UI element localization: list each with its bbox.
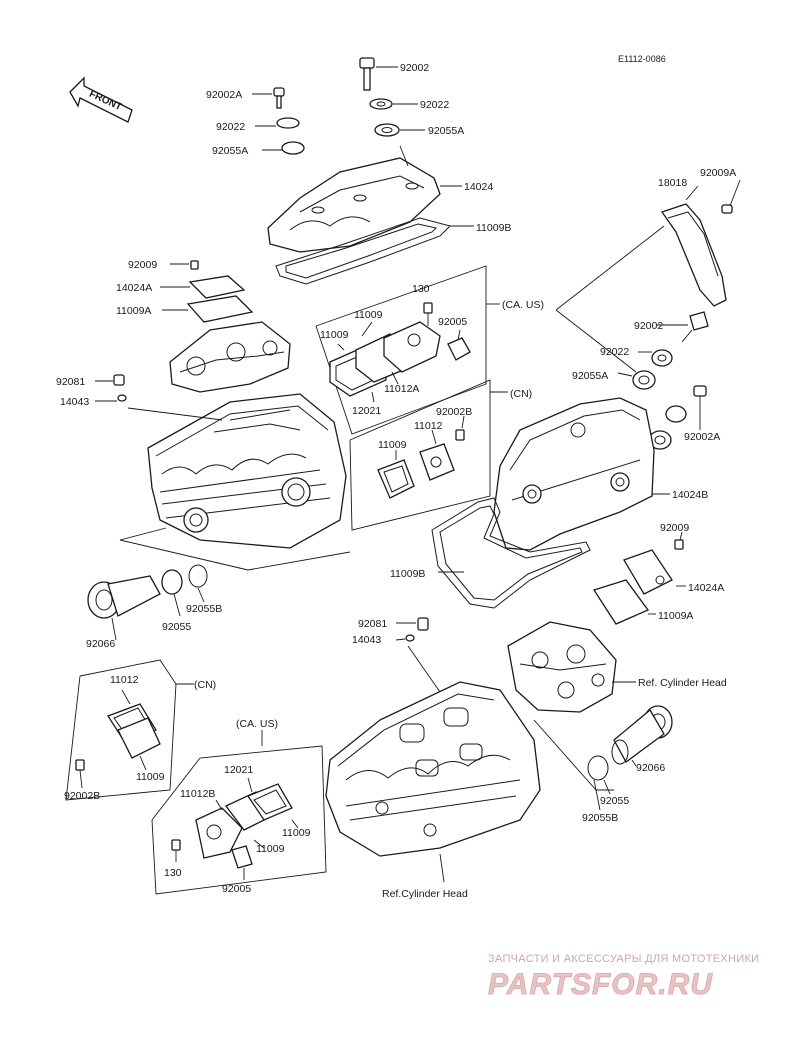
label-11009b-right: 11009B: [390, 568, 425, 580]
label-cn-top: (CN): [510, 388, 532, 400]
label-11009-bottom-left: 11009: [136, 771, 165, 783]
label-11009-b: 11009: [320, 329, 349, 341]
label-92002b-top: 92002B: [436, 406, 472, 418]
label-14024b: 14024B: [672, 489, 708, 501]
label-11009-bottom-1: 11009: [282, 827, 311, 839]
label-92002-right: 92002: [634, 320, 663, 332]
watermark-tagline: ЗАПЧАСТИ И АКСЕССУАРЫ ДЛЯ МОТОТЕХНИКИ: [488, 953, 759, 965]
valve-cover-top-left: [252, 57, 474, 285]
label-11009-bottom-2: 11009: [256, 843, 285, 855]
label-11009b-top: 11009B: [476, 222, 511, 234]
label-92066-right: 92066: [636, 762, 665, 774]
ca-us-box-bottom: [151, 730, 327, 895]
label-92002-top: 92002: [400, 62, 429, 74]
label-92081-left: 92081: [56, 376, 85, 388]
label-11012-top: 11012: [414, 420, 443, 432]
label-11009-cn: 11009: [378, 439, 407, 451]
label-14024: 14024: [464, 181, 493, 193]
label-92055a-top-left: 92055A: [212, 145, 248, 157]
label-12021-bottom: 12021: [224, 764, 253, 776]
chain-guide: [660, 179, 741, 307]
front-arrow-icon: FRONT: [69, 76, 133, 123]
label-92055-right: 92055: [600, 795, 629, 807]
label-92022-top: 92022: [420, 99, 449, 111]
label-11012-bottom-left: 11012: [110, 674, 139, 686]
label-92055b-right: 92055B: [582, 812, 618, 824]
label-11012b: 11012B: [180, 788, 215, 800]
cylinder-head-left: [119, 393, 351, 571]
label-92066-left: 92066: [86, 638, 115, 650]
label-ref-cylinder-head-bottom: Ref.Cylinder Head: [382, 888, 468, 900]
cylinder-head-lower: [325, 681, 614, 883]
label-18018: 18018: [658, 177, 687, 189]
label-14043-left: 14043: [60, 396, 89, 408]
label-92009a: 92009A: [700, 167, 736, 179]
label-11012a: 11012A: [384, 383, 419, 395]
label-92002b-bottom-left: 92002B: [64, 790, 100, 802]
label-cn-bottom: (CN): [194, 679, 216, 691]
label-92055b-left: 92055B: [186, 603, 222, 615]
label-92002a-right: 92002A: [684, 431, 720, 443]
label-92055-left: 92055: [162, 621, 191, 633]
label-ca-us-top: (CA. US): [502, 299, 544, 311]
label-ca-us-bottom: (CA. US): [236, 718, 278, 730]
cn-box-top: [349, 379, 508, 531]
label-11009a-right: 11009A: [658, 610, 693, 622]
drawing-code: E1112-0086: [618, 54, 666, 64]
label-92005-bottom: 92005: [222, 883, 251, 895]
valve-cover-right: [431, 225, 709, 609]
label-11009-a: 11009: [354, 309, 383, 321]
label-12021-top: 12021: [352, 405, 381, 417]
label-92009-left: 92009: [128, 259, 157, 271]
label-130-bottom: 130: [164, 867, 182, 879]
label-92005-top: 92005: [438, 316, 467, 328]
label-14043-middle: 14043: [352, 634, 381, 646]
label-14024a-left: 14024A: [116, 282, 152, 294]
label-ref-cylinder-head-right: Ref. Cylinder Head: [638, 677, 727, 689]
camshaft-holder-right: [507, 621, 636, 713]
label-92055a-top: 92055A: [428, 125, 464, 137]
left-plate-assembly: [160, 260, 254, 323]
ca-us-box-top: [315, 265, 500, 435]
intake-pipe-left: [87, 564, 208, 641]
cn-box-bottom: [65, 659, 194, 801]
label-92009-right: 92009: [660, 522, 689, 534]
label-11009a-left: 11009A: [116, 305, 151, 317]
label-130-top: 130: [412, 283, 430, 295]
label-14024a-right: 14024A: [688, 582, 724, 594]
right-plate-assembly: [592, 531, 686, 625]
intake-pipe-right: [587, 705, 673, 811]
watermark: ЗАПЧАСТИ И АКСЕССУАРЫ ДЛЯ МОТОТЕХНИКИ PA…: [488, 953, 759, 1001]
watermark-brand: PARTSFOR.RU: [488, 968, 713, 1001]
label-92002a-top-left: 92002A: [206, 89, 242, 101]
camshaft-holder-left: [169, 321, 291, 393]
label-92022-top-left: 92022: [216, 121, 245, 133]
label-92022-right: 92022: [600, 346, 629, 358]
label-92081-middle: 92081: [358, 618, 387, 630]
label-92055a-right: 92055A: [572, 370, 608, 382]
